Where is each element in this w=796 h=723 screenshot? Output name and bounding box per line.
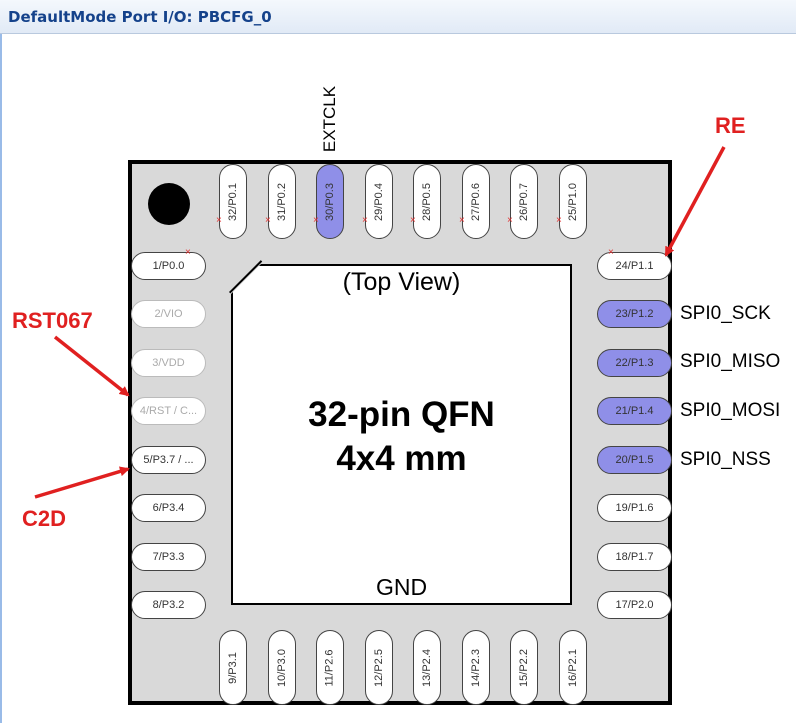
pin-20[interactable]: 20/P1.5 <box>597 446 672 474</box>
pin-7[interactable]: 7/P3.3 <box>131 543 206 571</box>
pin-label: 5/P3.7 / ... <box>143 454 194 466</box>
pin-32[interactable]: 32/P0.1 <box>219 164 247 239</box>
skip-mark-icon: × <box>216 215 222 226</box>
top-view-label: (Top View) <box>342 268 461 296</box>
window-frame <box>0 34 2 723</box>
pin-30[interactable]: 30/P0.3 <box>316 164 344 239</box>
pin-label: 23/P1.2 <box>615 308 654 320</box>
signal-spi0-mosi: SPI0_MOSI <box>680 400 781 421</box>
gnd-label: GND <box>375 574 428 600</box>
pin-label: 22/P1.3 <box>615 357 654 369</box>
pin-29[interactable]: 29/P0.4 <box>365 164 393 239</box>
annotation-re: RE <box>715 113 746 138</box>
pin-10[interactable]: 10/P3.0 <box>268 630 296 705</box>
pin-14[interactable]: 14/P2.3 <box>462 630 490 705</box>
pin-24[interactable]: 24/P1.1 <box>597 252 672 280</box>
pin-8[interactable]: 8/P3.2 <box>131 591 206 619</box>
window-titlebar: DefaultMode Port I/O: PBCFG_0 <box>0 0 796 34</box>
pin-label: 8/P3.2 <box>152 599 185 611</box>
pin-label: 19/P1.6 <box>615 502 654 514</box>
pin-5[interactable]: 5/P3.7 / ... <box>131 446 206 474</box>
pin-18[interactable]: 18/P1.7 <box>597 543 672 571</box>
pin-1[interactable]: 1/P0.0 <box>131 252 206 280</box>
skip-mark-icon: × <box>185 247 191 258</box>
package-name-line1: 32-pin QFN <box>308 395 495 434</box>
pin-15[interactable]: 15/P2.2 <box>510 630 538 705</box>
skip-mark-icon: × <box>556 215 562 226</box>
pin-label: 4/RST / C... <box>139 405 198 417</box>
skip-mark-icon: × <box>313 215 319 226</box>
arrow-c2d <box>34 466 130 499</box>
annotation-rst067: RST067 <box>12 308 93 333</box>
annotation-c2d: C2D <box>22 506 67 531</box>
pin-13[interactable]: 13/P2.4 <box>413 630 441 705</box>
pin-6[interactable]: 6/P3.4 <box>131 494 206 522</box>
skip-mark-icon: × <box>507 215 513 226</box>
pin-label: 24/P1.1 <box>615 260 654 272</box>
arrow-rst067 <box>53 335 130 397</box>
pin-31[interactable]: 31/P0.2 <box>268 164 296 239</box>
skip-mark-icon: × <box>459 215 465 226</box>
pin-label: 20/P1.5 <box>615 454 654 466</box>
pin-3[interactable]: 3/VDD <box>131 349 206 377</box>
skip-mark-icon: × <box>362 215 368 226</box>
pin-label: 7/P3.3 <box>152 551 185 563</box>
window-title: DefaultMode Port I/O: PBCFG_0 <box>8 8 272 26</box>
pin-4[interactable]: 4/RST / C... <box>131 397 206 425</box>
pin-2[interactable]: 2/VIO <box>131 300 206 328</box>
pin-label: 1/P0.0 <box>152 260 185 272</box>
pin-11[interactable]: 11/P2.6 <box>316 630 344 705</box>
package-name: 32-pin QFN 4x4 mm <box>231 393 572 481</box>
pin-27[interactable]: 27/P0.6 <box>462 164 490 239</box>
pin-9[interactable]: 9/P3.1 <box>219 630 247 705</box>
arrow-re <box>664 146 726 257</box>
pin-19[interactable]: 19/P1.6 <box>597 494 672 522</box>
pin-16[interactable]: 16/P2.1 <box>559 630 587 705</box>
pin-25[interactable]: 25/P1.0 <box>559 164 587 239</box>
signal-spi0-miso: SPI0_MISO <box>680 351 781 372</box>
skip-mark-icon: × <box>608 247 614 258</box>
pin-28[interactable]: 28/P0.5 <box>413 164 441 239</box>
pin1-indicator <box>148 183 190 225</box>
pin-23[interactable]: 23/P1.2 <box>597 300 672 328</box>
pin-label: 17/P2.0 <box>615 599 654 611</box>
pin-label: 18/P1.7 <box>615 551 654 563</box>
pin-21[interactable]: 21/P1.4 <box>597 397 672 425</box>
pin-label: 3/VDD <box>152 357 185 369</box>
signal-spi0-sck: SPI0_SCK <box>680 303 771 324</box>
chip-die <box>231 264 572 605</box>
pin-17[interactable]: 17/P2.0 <box>597 591 672 619</box>
package-name-line2: 4x4 mm <box>336 439 467 478</box>
pin-12[interactable]: 12/P2.5 <box>365 630 393 705</box>
pin-label: 6/P3.4 <box>152 502 185 514</box>
skip-mark-icon: × <box>410 215 416 226</box>
pin-label: 2/VIO <box>154 308 183 320</box>
pin-26[interactable]: 26/P0.7 <box>510 164 538 239</box>
pin-22[interactable]: 22/P1.3 <box>597 349 672 377</box>
skip-mark-icon: × <box>265 215 271 226</box>
signal-spi0-nss: SPI0_NSS <box>680 449 771 470</box>
pin-label: 21/P1.4 <box>615 405 654 417</box>
